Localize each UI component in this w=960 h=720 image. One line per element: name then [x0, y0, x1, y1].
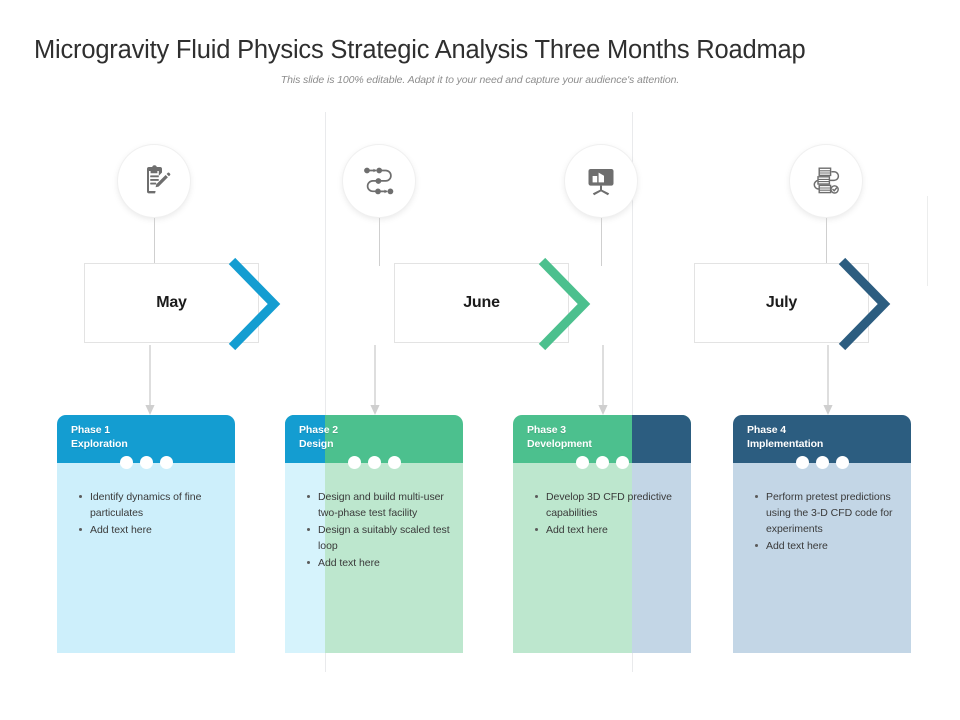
icon-stem-1 [154, 218, 155, 266]
phase-body-overlay-band [285, 463, 325, 653]
down-arrow-3 [596, 345, 610, 417]
phase-card-header: Phase 3 Development [513, 415, 691, 463]
phase-icon-circle-2 [343, 145, 415, 217]
phase-bullet-item: Add text here [307, 555, 451, 571]
phase-bullet-item: Add text here [79, 522, 223, 538]
process-flow-nodes-icon [360, 164, 398, 198]
month-banner-may[interactable]: May [84, 263, 259, 343]
presentation-board-icon [583, 163, 619, 199]
phase-body-fill [733, 463, 911, 653]
phase-icon-circle-1 [118, 145, 190, 217]
phase-body-overlay-band [632, 463, 691, 653]
phase-header-text: Phase 3 Development [527, 423, 592, 451]
phase-card-body: Perform pretest predictions using the 3-… [733, 463, 911, 653]
month-label: June [463, 294, 500, 311]
phase-stage-label: Exploration [71, 438, 128, 450]
phase-bullet-item: Add text here [535, 522, 679, 538]
phase-header-overlay-band [632, 415, 691, 463]
month-label: July [765, 294, 798, 311]
phase-number-label: Phase 1 [71, 424, 110, 436]
down-arrow-2 [368, 345, 382, 417]
phase-stage-label: Implementation [747, 438, 824, 450]
guide-line-3 [927, 196, 928, 286]
phase-number-label: Phase 4 [747, 424, 786, 436]
page-title: Microgravity Fluid Physics Strategic Ana… [34, 36, 806, 64]
month-banner-june[interactable]: June [394, 263, 569, 343]
phase-header-fill [733, 415, 911, 463]
down-arrow-1 [143, 345, 157, 417]
month-banner-july[interactable]: July [694, 263, 869, 343]
guide-line-2 [632, 112, 633, 672]
page-subtitle: This slide is 100% editable. Adapt it to… [280, 74, 680, 86]
icon-stem-3 [601, 218, 602, 266]
phase-header-text: Phase 2 Design [299, 423, 338, 451]
phase-bullet-list: Design and build multi-user two-phase te… [285, 463, 463, 571]
month-chevron-july [838, 257, 897, 351]
phase-icon-circle-4 [790, 145, 862, 217]
month-chevron-may [228, 257, 287, 351]
phase-header-text: Phase 1 Exploration [71, 423, 128, 451]
phase-bullet-list: Perform pretest predictions using the 3-… [733, 463, 911, 554]
month-chevron-june [538, 257, 597, 351]
phase-bullet-item: Add text here [755, 538, 899, 554]
phase-card-header: Phase 4 Implementation [733, 415, 911, 463]
icon-stem-2 [379, 218, 380, 266]
month-label: May [156, 294, 187, 311]
phase-card-header: Phase 2 Design [285, 415, 463, 463]
down-arrow-extra-1 [821, 345, 835, 417]
phase-header-text: Phase 4 Implementation [747, 423, 823, 451]
clipboard-pencil-icon [136, 163, 172, 199]
phase-number-label: Phase 3 [527, 424, 566, 436]
phase-stage-label: Development [527, 438, 592, 450]
phase-body-fill [57, 463, 235, 653]
icon-stem-extra-1 [826, 218, 827, 266]
phase-card-body: Design and build multi-user two-phase te… [285, 463, 463, 653]
phase-bullet-item: Develop 3D CFD predictive capabilities [535, 489, 679, 521]
flowchart-check-icon [807, 164, 845, 198]
phase-bullet-item: Perform pretest predictions using the 3-… [755, 489, 899, 537]
phase-bullet-item: Design a suitably scaled test loop [307, 522, 451, 554]
phase-header-fill [57, 415, 235, 463]
phase-number-label: Phase 2 [299, 424, 338, 436]
phase-icon-circle-3 [565, 145, 637, 217]
phase-bullet-item: Design and build multi-user two-phase te… [307, 489, 451, 521]
phase-card-header: Phase 1 Exploration [57, 415, 235, 463]
phase-header-overlay-band [285, 415, 325, 463]
phase-bullet-item: Identify dynamics of fine particulates [79, 489, 223, 521]
phase-stage-label: Design [299, 438, 334, 450]
guide-line-1 [325, 112, 326, 672]
